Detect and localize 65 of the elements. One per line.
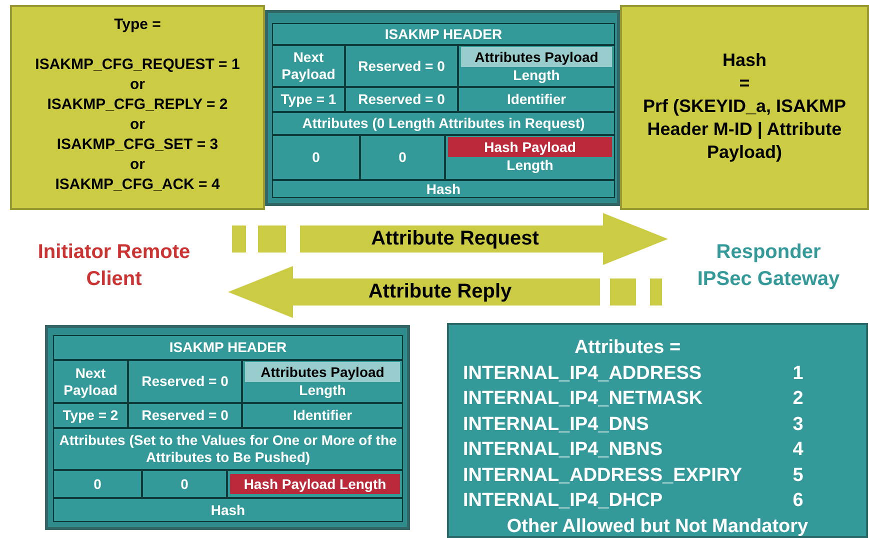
type-value-text: ISAKMP_CFG_REQUEST = 1: [34, 55, 241, 75]
type-value-text: ISAKMP_CFG_ACK = 4: [54, 175, 221, 195]
field-text: Attributes Payload: [461, 47, 612, 67]
edge-label: Attribute Reply: [368, 280, 512, 304]
formula-text: Hash: [721, 49, 768, 72]
attribute-name: INTERNAL_IP4_NBNS: [463, 438, 664, 462]
attributes-panel: [447, 323, 868, 538]
field-text: Hash Payload Length: [230, 474, 400, 494]
packet-field: Hash: [272, 180, 615, 198]
field-text: Hash Payload: [448, 137, 612, 157]
packet-field: Identifier: [458, 87, 615, 112]
packet-field: Reserved = 0: [345, 45, 458, 87]
packet-field: Reserved = 0: [345, 87, 458, 112]
initiator-label: Initiator Remote Client: [0, 232, 228, 300]
attributes-heading: Attributes =: [573, 336, 682, 360]
packet-field: Next Payload: [53, 360, 128, 403]
formula-text: =: [738, 72, 751, 95]
edge-label: Attribute Request: [371, 228, 539, 250]
packet-field: 0: [272, 135, 360, 180]
packet-field: 0: [360, 135, 445, 180]
packet-frame: [45, 325, 410, 530]
packet-field: Identifier: [242, 403, 403, 428]
packet-field: [458, 45, 615, 87]
packet-field: Type = 1: [272, 87, 345, 112]
packet-field: Type = 2: [53, 403, 128, 428]
type-values-panel: [10, 5, 265, 210]
attribute-name: INTERNAL_ADDRESS_EXPIRY: [463, 464, 744, 488]
packet-field: 0: [53, 470, 142, 498]
type-value-text: or: [129, 115, 146, 135]
packet-field: Attributes (Set to the Values for One or More of the Attributes to Be Pushed): [53, 428, 403, 470]
attribute-name: INTERNAL_IP4_DHCP: [463, 489, 664, 513]
attribute-code: 6: [792, 489, 804, 513]
packet-field: Attributes (0 Length Attributes in Request): [272, 112, 615, 135]
packet-field: Hash: [53, 498, 403, 522]
packet-field: Reserved = 0: [128, 360, 242, 403]
attribute-name: INTERNAL_IP4_ADDRESS: [463, 362, 703, 386]
packet-field: [242, 360, 403, 403]
type-value-text: ISAKMP_CFG_REPLY = 2: [46, 95, 229, 115]
packet-field: 0: [142, 470, 227, 498]
type-heading: Type =: [113, 15, 162, 35]
packet-field: ISAKMP HEADER: [53, 335, 403, 360]
attribute-name: INTERNAL_IP4_DNS: [463, 412, 650, 436]
field-text: Length: [513, 67, 560, 84]
type-value-text: ISAKMP_CFG_SET = 3: [56, 135, 220, 155]
attribute-name: INTERNAL_IP4_NETMASK: [463, 387, 704, 411]
packet-field: ISAKMP HEADER: [272, 23, 615, 45]
packet-field: Reserved = 0: [128, 403, 242, 428]
field-text: Length: [299, 382, 346, 399]
attribute-code: 4: [792, 438, 804, 462]
packet-field: [445, 135, 615, 180]
field-text: Length: [506, 157, 554, 174]
type-value-text: or: [129, 155, 146, 175]
packet-frame: [265, 10, 620, 206]
field-text: Attributes Payload: [245, 362, 400, 382]
attribute-code: 1: [792, 362, 804, 386]
type-value-text: or: [129, 75, 146, 95]
attributes-note: Other Allowed but Not Mandatory: [506, 514, 810, 538]
attribute-code: 5: [792, 464, 804, 488]
packet-field: Next Payload: [272, 45, 345, 87]
responder-label: Responder IPSec Gateway: [668, 232, 869, 300]
attribute-code: 3: [792, 412, 804, 436]
packet-field: [227, 470, 403, 498]
hash-formula-panel: [620, 5, 869, 210]
formula-text: Prf (SKEYID_a, ISAKMP Header M-ID | Attribute Payload): [642, 95, 848, 164]
attribute-code: 2: [792, 387, 804, 411]
